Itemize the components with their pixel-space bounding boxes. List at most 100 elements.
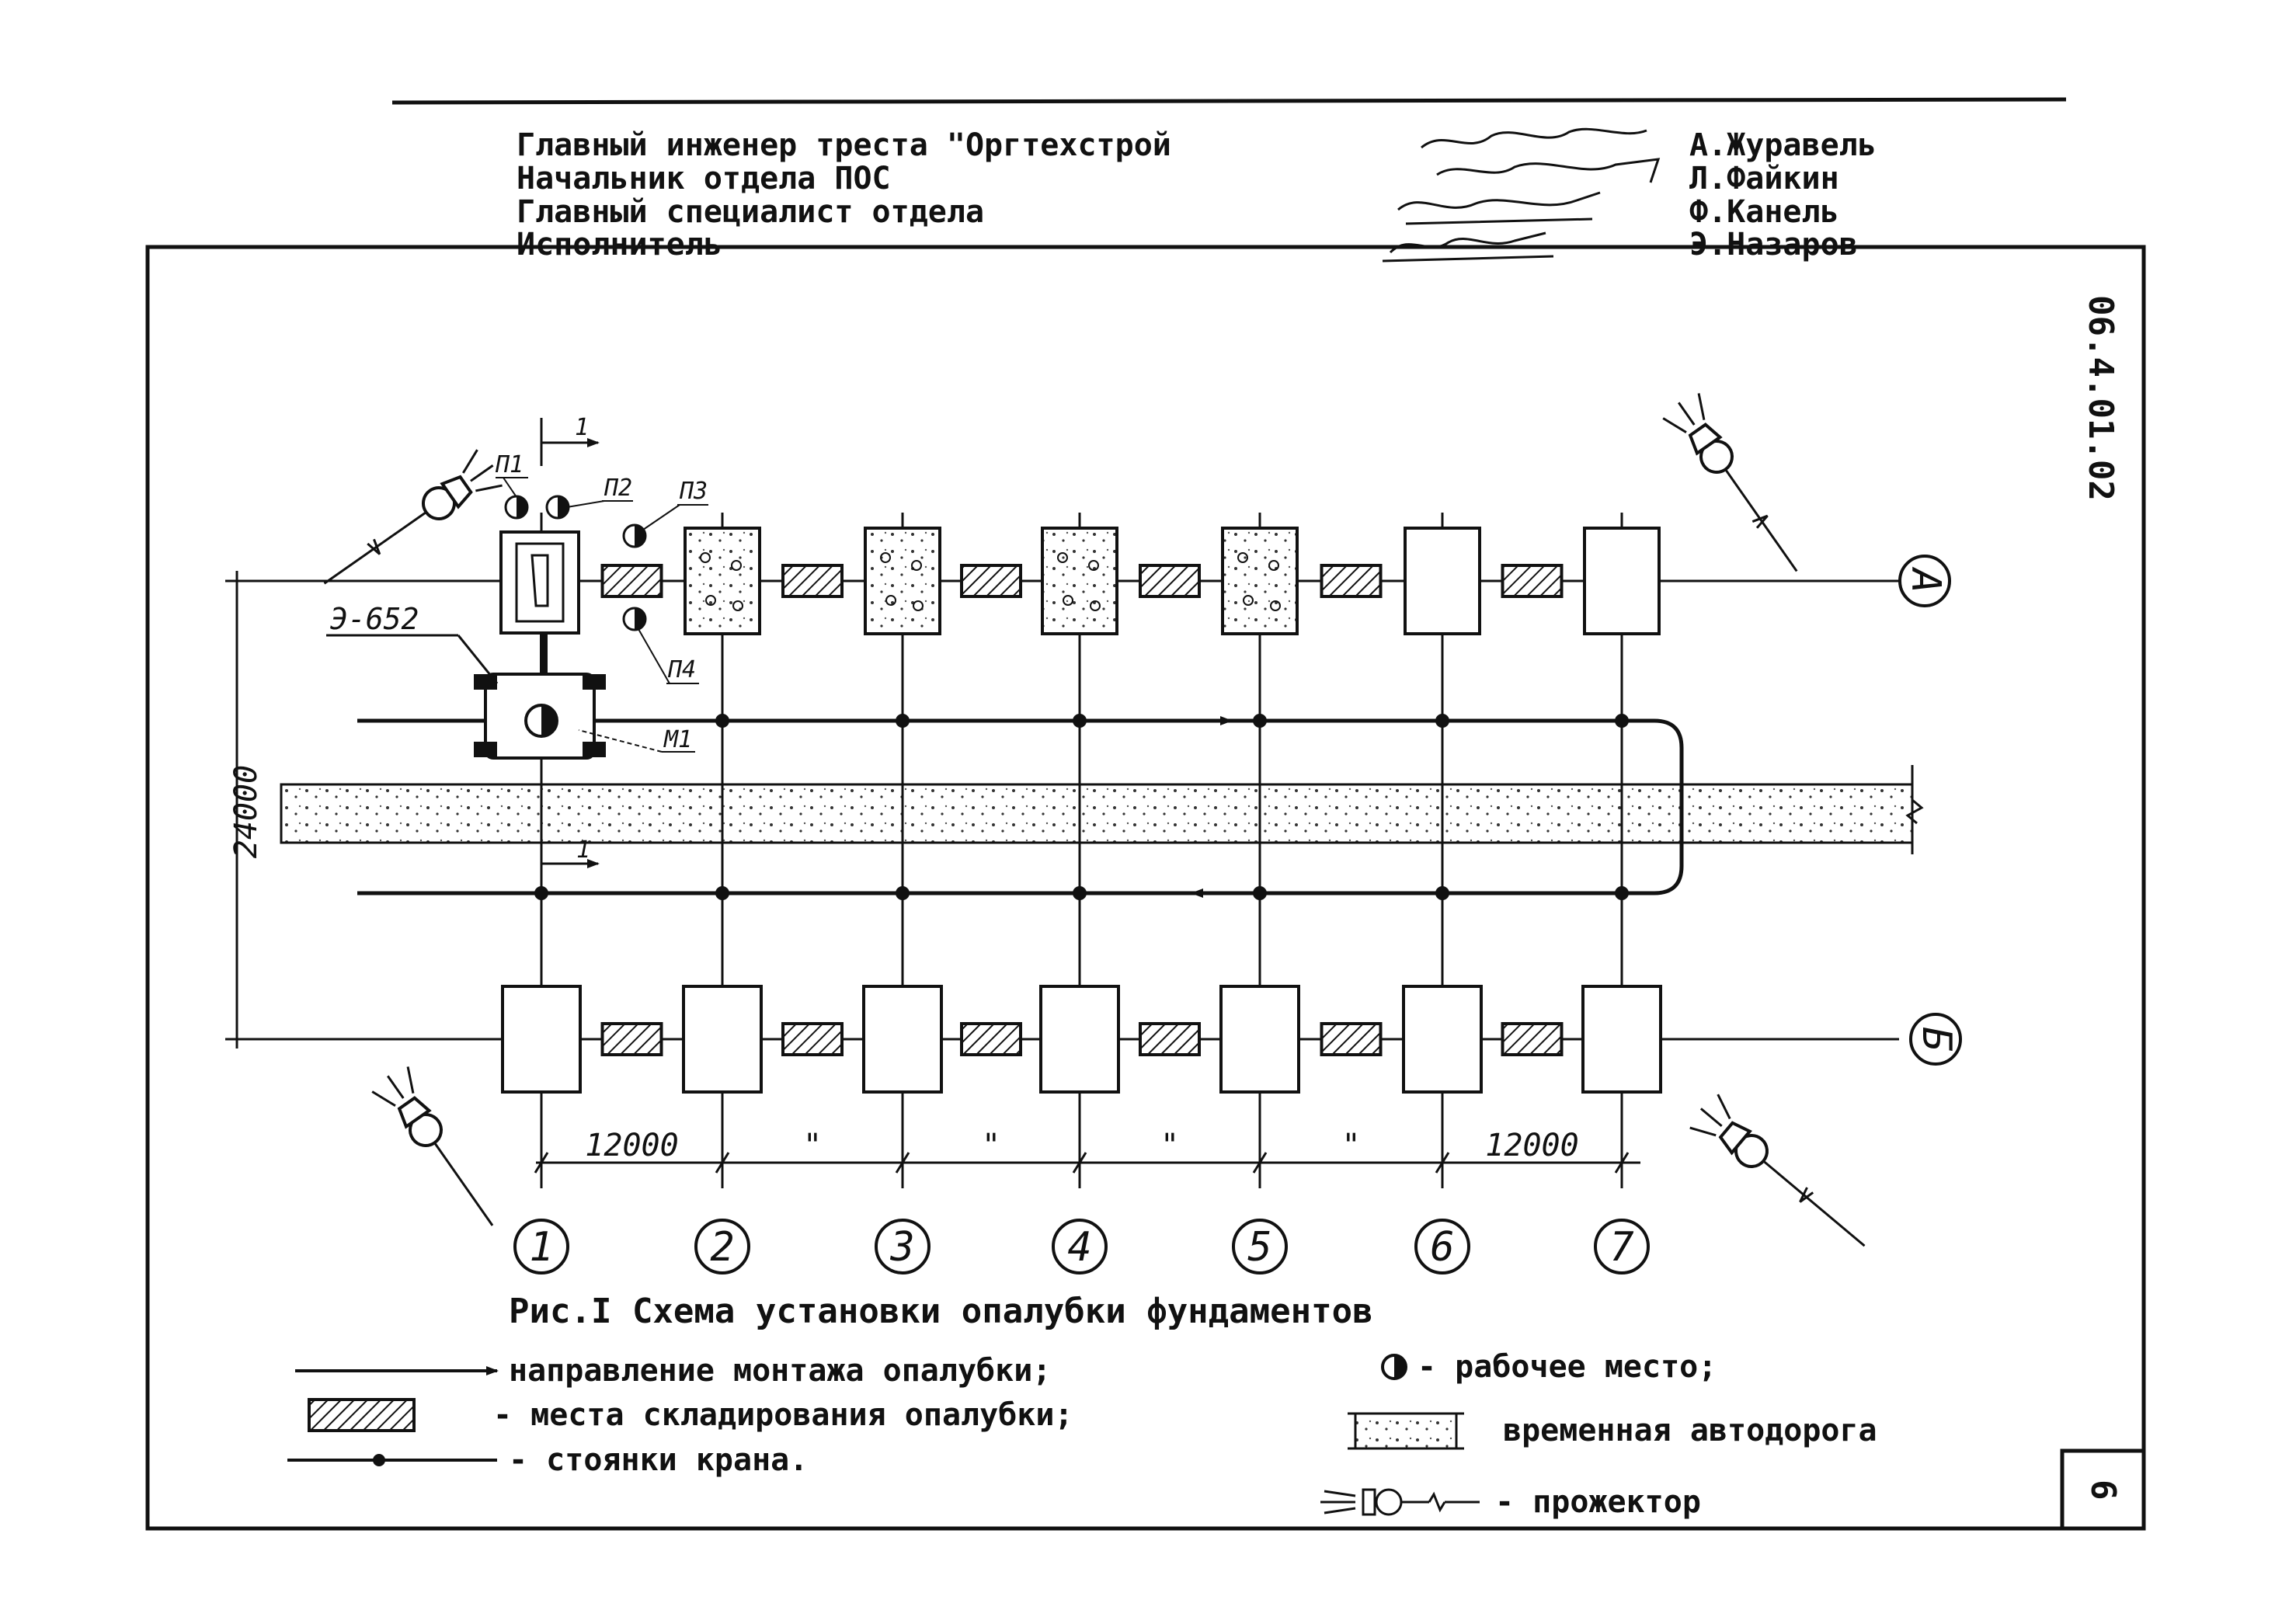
header-position-3: Главный специалист отдела [517, 194, 984, 230]
foundation-a-4-stone-4 [1090, 600, 1101, 611]
legend-road-text: временная автодорога [1503, 1413, 1877, 1448]
projector-top-right-reflector [1688, 423, 1723, 456]
legend-crane-stands-text: - стоянки крана. [509, 1442, 808, 1478]
crane-track-1 [474, 674, 497, 690]
projector-bottom-left [371, 1066, 494, 1226]
spacing-label-3: " [982, 1128, 1000, 1163]
foundation-b-4-outline [1039, 985, 1120, 1094]
workplace-label-p4-leader [638, 628, 670, 684]
crane-label: Э-652 [330, 602, 419, 636]
column-axis-marker-6 [1414, 1219, 1470, 1275]
row-axis-label-b: Б [1913, 1027, 1960, 1051]
legend-workplace-symbol-fill [1394, 1355, 1406, 1379]
header-name-2: Л.Файкин [1689, 161, 1839, 196]
header-position-2: Начальник отдела ПОС [517, 161, 891, 196]
crane-stand-top-5 [1253, 714, 1267, 728]
foundation-a-3 [864, 527, 941, 635]
projector-top-left-beam [462, 449, 503, 492]
spacing-label-6: 12000 [1485, 1128, 1578, 1163]
storage-a-2 [781, 564, 844, 598]
figure-caption: Рис.I Схема установки опалубки фундамент… [509, 1292, 1373, 1331]
storage-b-1 [600, 1022, 663, 1056]
foundation-b-1 [501, 985, 582, 1094]
column-axis-label-4: 4 [1067, 1224, 1091, 1271]
workplace-label-p3: П3 [679, 478, 708, 505]
column-axis-marker-3 [875, 1219, 931, 1275]
crane-stand-top-6 [1435, 714, 1449, 728]
crane-track-2 [583, 674, 606, 690]
dimension-tick-6 [1435, 1152, 1450, 1174]
projector-bottom-left-reflector [397, 1096, 432, 1129]
foundation-a-6-outline [1404, 527, 1481, 635]
storage-b-4 [1139, 1022, 1201, 1056]
temporary-road [280, 783, 1914, 844]
legend-road-symbol [1354, 1412, 1458, 1450]
foundation-a-4-stone-1 [1057, 552, 1068, 563]
storage-a-6 [1501, 564, 1564, 598]
foundation-a-2-outline [684, 527, 761, 635]
crane-stand-bottom-1 [534, 886, 548, 900]
legend-storage-text: - места складирования опалубки; [493, 1397, 1073, 1433]
signature-1 [1421, 127, 1647, 149]
foundation-b-6-outline [1402, 985, 1483, 1094]
signature-2 [1436, 158, 1661, 183]
column-axis-marker-5 [1232, 1219, 1288, 1275]
left-dimension-label: 24000 [228, 765, 264, 858]
foundation-a-3-stone-2 [911, 560, 922, 571]
row-axis-marker-b [1909, 1013, 1962, 1066]
projector-top-right-break [1751, 514, 1769, 529]
projector-bottom-right [1689, 1094, 1866, 1247]
crane-stand-bottom-2 [715, 886, 729, 900]
crane-e652 [474, 530, 606, 760]
workplace-label-p3-leader [642, 504, 680, 530]
storage-a-4 [1139, 564, 1201, 598]
crane-stand-top-7 [1615, 714, 1629, 728]
spacing-label-5: " [1341, 1128, 1360, 1163]
foundation-b-2-outline [682, 985, 763, 1094]
foundation-b-4 [1039, 985, 1120, 1094]
signature-3 [1397, 191, 1601, 225]
storage-b-6 [1501, 1022, 1564, 1056]
crane-stand-bottom-4 [1073, 886, 1087, 900]
row-axis-marker-a [1898, 555, 1951, 607]
foundation-b-3-outline [862, 985, 943, 1094]
crane-bucket [515, 542, 565, 623]
projector-top-left-reflector [440, 475, 473, 509]
dimension-tick-5 [1252, 1152, 1268, 1174]
foundation-a-5-outline [1221, 527, 1299, 635]
dimension-tick-2 [715, 1152, 730, 1174]
legend-projector-beam [1320, 1490, 1356, 1514]
workplace-label-p2: П2 [604, 475, 632, 502]
legend-crane-stands-dot [373, 1454, 385, 1466]
section-mark: 1 1 [540, 414, 600, 885]
workplace-p2-fill [558, 496, 569, 518]
foundation-a-7 [1583, 527, 1661, 635]
projector-top-right [1662, 393, 1798, 572]
column-axis-label-6: 6 [1430, 1224, 1454, 1271]
crane-stand-top-3 [896, 714, 910, 728]
projector-bottom-right-reflector [1718, 1121, 1752, 1156]
crane-path [357, 718, 1684, 895]
spacing-label-1: 12000 [585, 1128, 678, 1163]
header-name-4: Э.Назаров [1689, 227, 1858, 263]
projector-bottom-left-beam [371, 1066, 415, 1107]
crane-label-leader [457, 635, 499, 684]
spacing-label-2: " [803, 1128, 822, 1163]
crane-boom-zone [499, 530, 580, 635]
column-axis-marker-2 [694, 1219, 750, 1275]
projector-bottom-right-break [1799, 1187, 1814, 1203]
dimension-tick-3 [895, 1152, 910, 1174]
storage-a-1 [600, 564, 663, 598]
foundation-b-5-outline [1219, 985, 1300, 1094]
foundation-b-1-outline [501, 985, 582, 1094]
foundation-a-6 [1404, 527, 1481, 635]
projector-top-right-beam [1662, 393, 1706, 433]
section-mark-top-label: 1 [575, 414, 589, 441]
projector-top-right-cable [1724, 468, 1798, 572]
title-block: Главный инженер треста "Оргтехстрой Нача… [391, 97, 2067, 263]
foundation-a-4-outline [1041, 527, 1118, 635]
dimension-tick-4 [1072, 1152, 1087, 1174]
header-position-4: Исполнитель [517, 227, 722, 263]
workplaces: П1 П2 П3 П4 [495, 451, 708, 684]
legend-direction-text: направление монтажа опалубки; [509, 1353, 1051, 1389]
